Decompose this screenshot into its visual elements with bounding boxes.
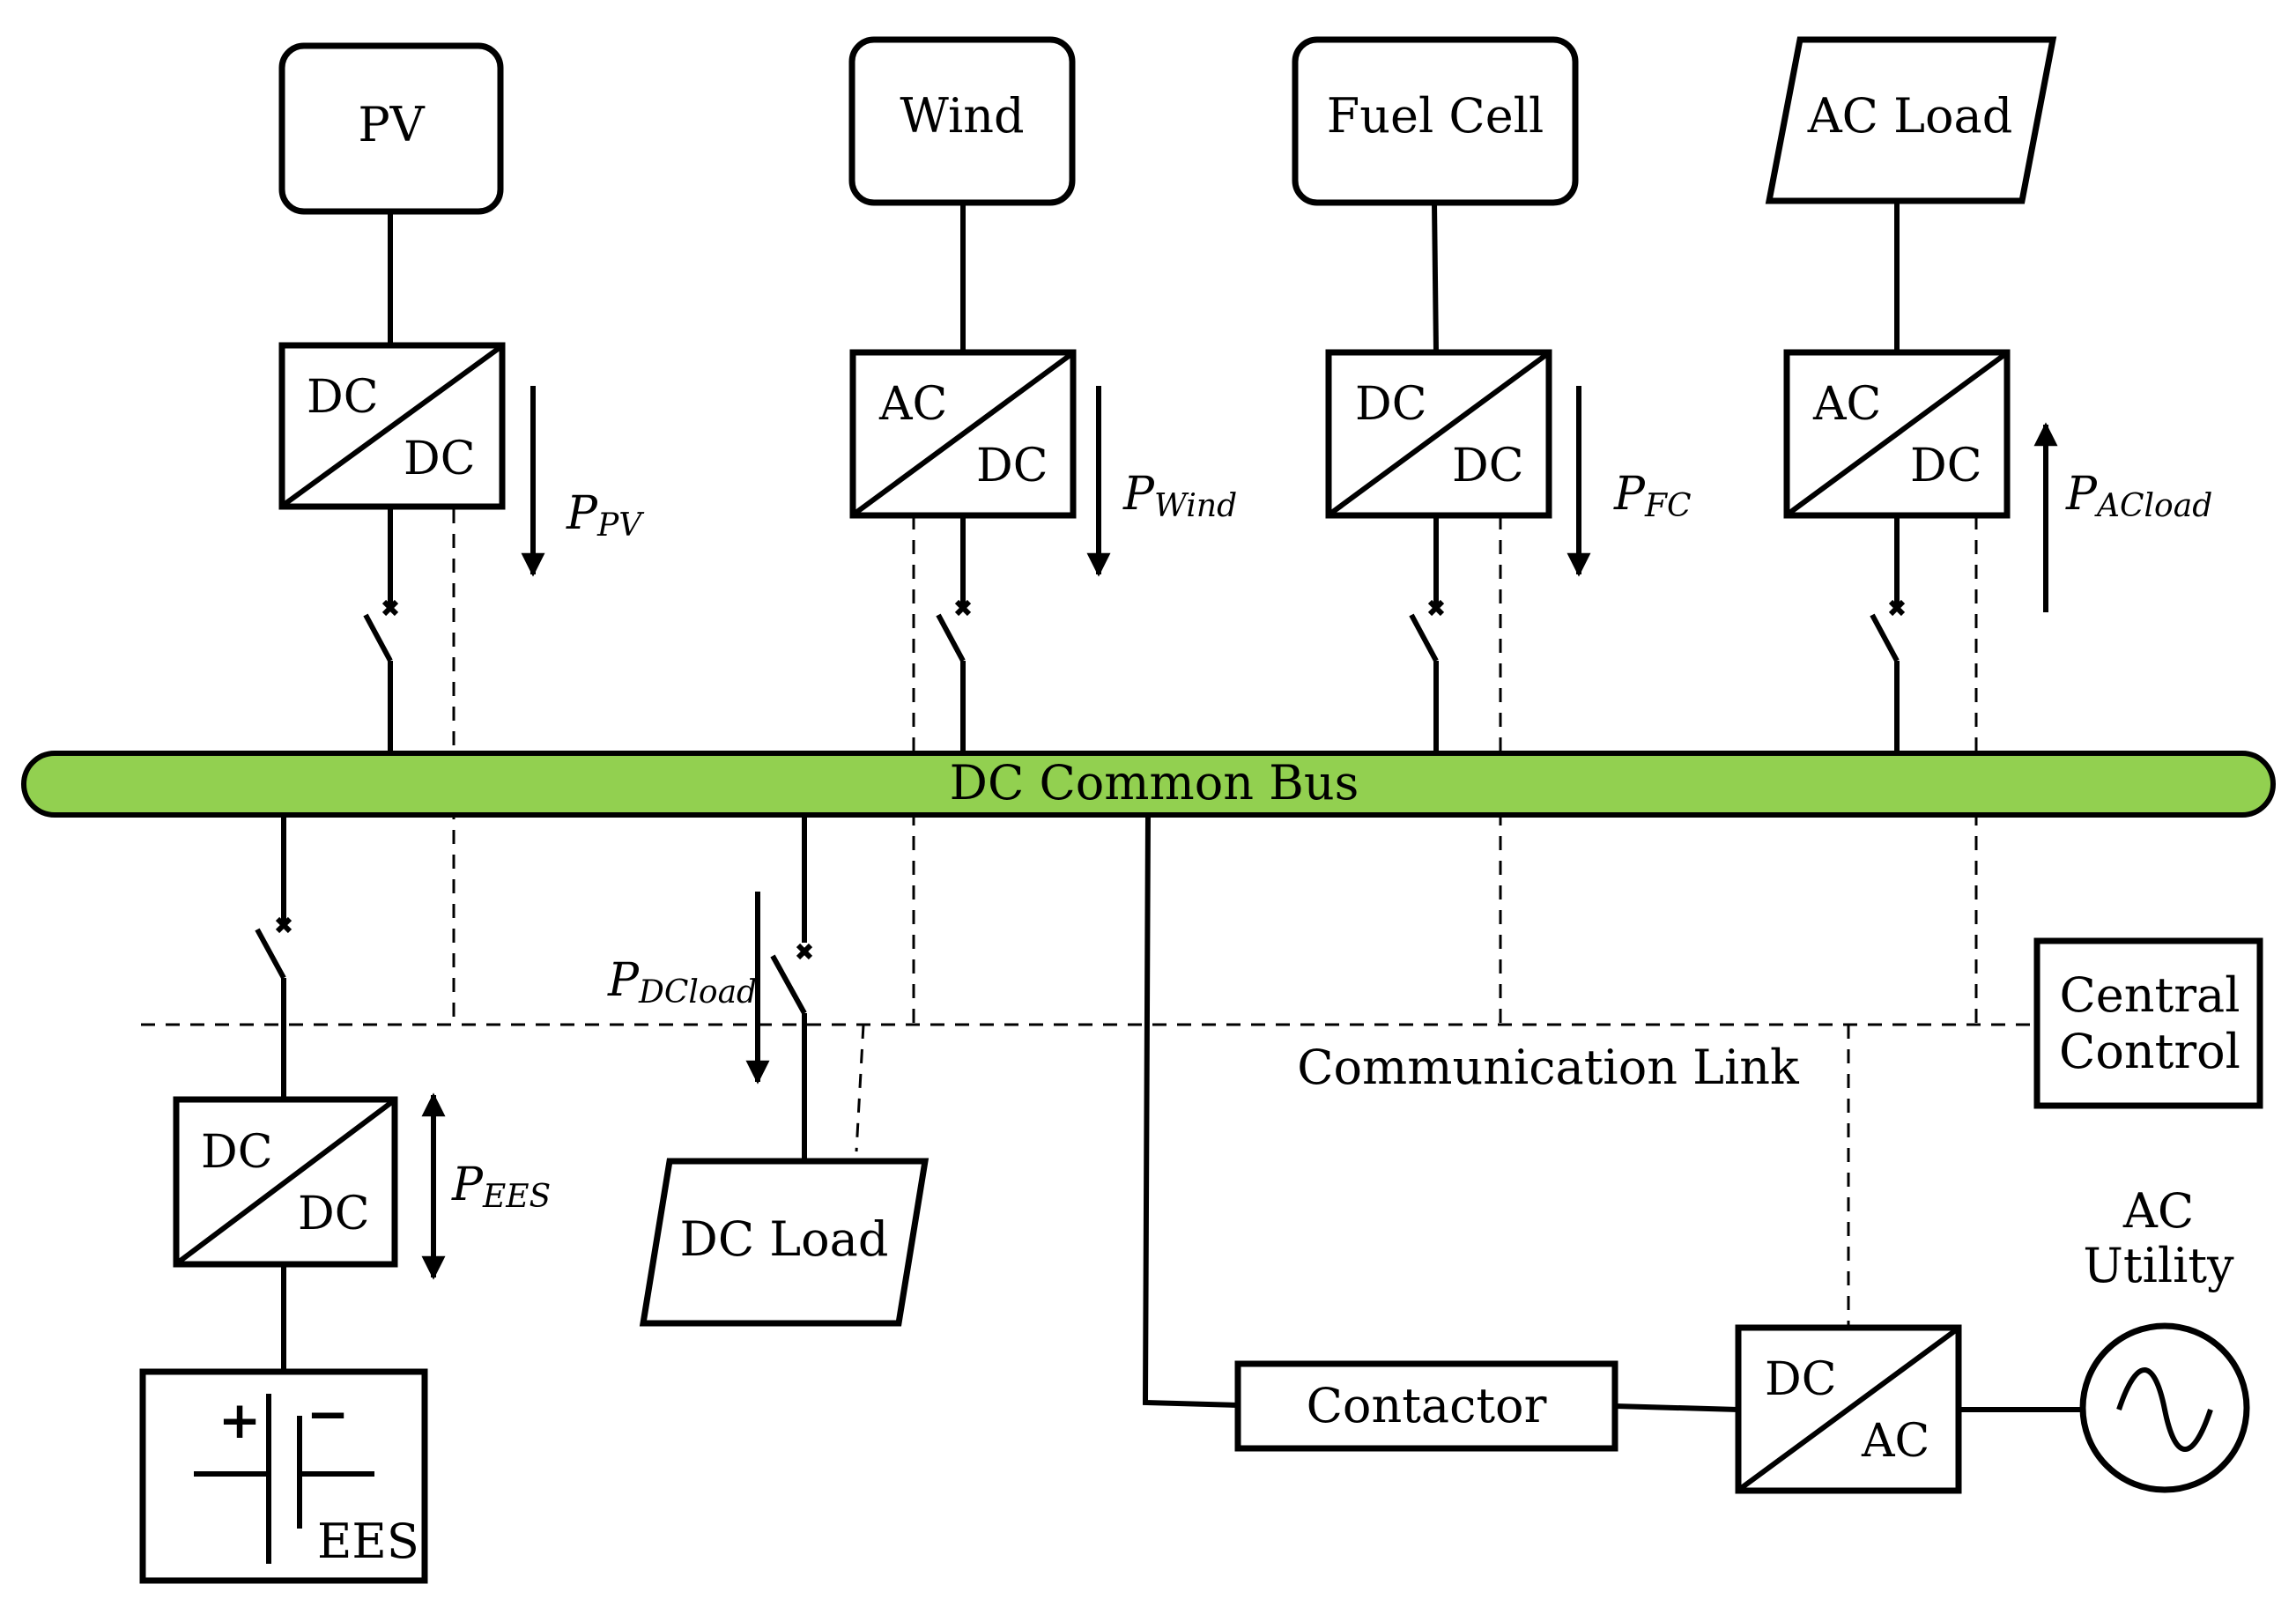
svg-text:PACload: PACload — [2065, 468, 2212, 524]
communication-link-label: Communication Link — [1297, 1040, 1800, 1095]
breaker-fuel-cell[interactable] — [1409, 599, 1445, 663]
wind-ac-dc-converter[interactable]: AC DC — [849, 349, 1077, 519]
contactor-label: Contactor — [1307, 1378, 1547, 1433]
converter-input-label: DC — [307, 371, 378, 424]
fuel-cell-dc-dc-converter[interactable]: DC DC — [1325, 349, 1552, 519]
contactor[interactable]: Contactor — [1234, 1360, 1618, 1452]
power-flow-ees: PEES — [421, 1092, 551, 1280]
converter-output-label: DC — [404, 433, 475, 485]
converter-output-label: DC — [976, 440, 1048, 492]
converter-input-label: DC — [1765, 1353, 1836, 1406]
ac-utility-line2: Utility — [2083, 1238, 2234, 1293]
battery-minus-icon: − — [307, 1384, 350, 1444]
converter-output-label: AC — [1861, 1415, 1929, 1468]
central-control-line1: Central — [2059, 967, 2240, 1023]
breaker-ees[interactable] — [255, 916, 293, 980]
svg-text:PDCload: PDCload — [607, 954, 757, 1011]
central-control-line2: Control — [2059, 1024, 2240, 1079]
svg-text:PPV: PPV — [566, 487, 645, 544]
converter-output-label: DC — [1910, 440, 1981, 492]
utility-dc-ac-inverter[interactable]: DC AC — [1735, 1324, 1962, 1494]
breaker-wind[interactable] — [936, 599, 972, 663]
power-flow-pv: PPV — [521, 386, 645, 577]
dc-common-bus: DC Common Bus — [21, 751, 2276, 818]
ac-source-icon — [2079, 1322, 2250, 1493]
power-flow-fc: PFC — [1566, 386, 1692, 577]
ees-dc-dc-converter[interactable]: DC DC — [173, 1096, 398, 1268]
svg-text:PWind: PWind — [1122, 468, 1237, 524]
power-flow-dcload: PDCload — [607, 892, 770, 1085]
breaker-ac-load[interactable] — [1870, 599, 1906, 663]
pv-label: PV — [358, 97, 425, 152]
ac-load-ac-dc-converter[interactable]: AC DC — [1783, 349, 2011, 519]
battery-plus-icon: + — [218, 1390, 262, 1450]
converter-input-label: AC — [878, 378, 947, 431]
converter-input-label: DC — [1355, 378, 1426, 431]
communication-link-lines — [141, 509, 2035, 1330]
ac-utility[interactable]: AC Utility — [2079, 1183, 2250, 1493]
dc-load-block[interactable]: DC Load — [639, 1158, 930, 1327]
ac-load-block[interactable]: AC Load — [1765, 36, 2057, 204]
pv-source[interactable]: PV — [278, 42, 504, 215]
converter-input-label: AC — [1812, 378, 1881, 431]
ees-label: EES — [317, 1514, 419, 1569]
svg-text:PFC: PFC — [1613, 468, 1692, 524]
pv-dc-dc-converter[interactable]: DC DC — [278, 342, 506, 510]
fuel-cell-source[interactable]: Fuel Cell — [1292, 36, 1579, 206]
wind-label: Wind — [900, 88, 1024, 144]
converter-input-label: DC — [201, 1126, 272, 1179]
bus-label: DC Common Bus — [950, 755, 1359, 811]
ees-battery[interactable]: + − EES — [139, 1368, 428, 1584]
fuel-cell-label: Fuel Cell — [1327, 88, 1544, 144]
breaker-pv[interactable] — [363, 599, 399, 663]
ac-utility-line1: AC — [2122, 1183, 2194, 1239]
converter-output-label: DC — [1452, 440, 1523, 492]
wind-source[interactable]: Wind — [848, 36, 1076, 206]
central-control[interactable]: Central Control — [2033, 937, 2263, 1109]
power-flow-wind: PWind — [1086, 386, 1237, 577]
dc-load-label: DC Load — [680, 1211, 889, 1267]
svg-text:PEES: PEES — [451, 1159, 551, 1215]
power-wires — [281, 202, 2084, 1412]
power-flow-acload: PACload — [2033, 422, 2212, 612]
breaker-dc-load[interactable] — [770, 943, 813, 1015]
ac-load-label: AC Load — [1807, 88, 2013, 144]
converter-output-label: DC — [298, 1188, 369, 1240]
